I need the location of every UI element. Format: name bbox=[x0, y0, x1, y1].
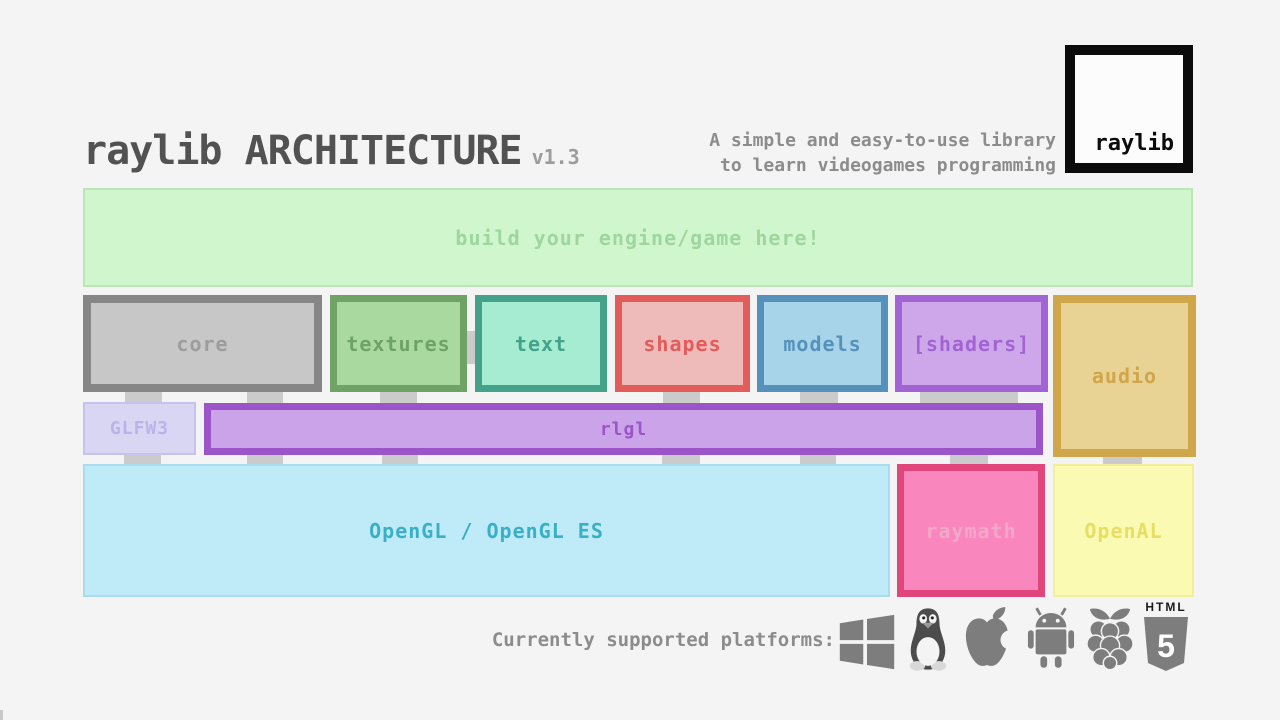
rlgl-box: rlgl bbox=[204, 403, 1043, 455]
connector bbox=[662, 454, 700, 465]
tagline: A simple and easy-to-use library to lear… bbox=[709, 128, 1056, 178]
module-box-textures: textures bbox=[330, 295, 467, 392]
title-text: raylib ARCHITECTURE bbox=[83, 128, 523, 174]
connector bbox=[920, 391, 1018, 404]
html5-icon-word: HTML bbox=[1145, 600, 1187, 614]
tagline-line1: A simple and easy-to-use library bbox=[709, 130, 1056, 151]
android-icon bbox=[1027, 607, 1075, 668]
connector bbox=[800, 454, 836, 465]
module-box-shapes: shapes bbox=[615, 295, 750, 392]
connector bbox=[380, 391, 417, 404]
connector bbox=[800, 391, 838, 404]
connector bbox=[125, 391, 162, 404]
raylib-logo-text: raylib bbox=[1094, 131, 1174, 156]
html5-icon: 5 bbox=[1144, 617, 1188, 671]
module-box-core: core bbox=[83, 295, 322, 392]
edge-artifact bbox=[0, 710, 3, 720]
page-title: raylib ARCHITECTURE v1.3 bbox=[83, 128, 580, 174]
connector bbox=[464, 331, 478, 364]
connector bbox=[950, 454, 988, 465]
apple-icon bbox=[965, 607, 1014, 666]
connector bbox=[663, 391, 700, 404]
connector bbox=[247, 391, 283, 404]
windows-icon bbox=[839, 614, 895, 670]
raylib-logo: raylib bbox=[1065, 45, 1193, 173]
version-label: v1.3 bbox=[531, 145, 580, 169]
connector bbox=[247, 454, 283, 465]
opengl-box: OpenGL / OpenGL ES bbox=[83, 464, 890, 597]
raymath-box: raymath bbox=[897, 464, 1045, 597]
module-box-text: text bbox=[475, 295, 607, 392]
linux-tux-icon bbox=[909, 608, 947, 671]
glfw3-box: GLFW3 bbox=[83, 402, 196, 455]
openal-box: OpenAL bbox=[1053, 464, 1194, 597]
connector bbox=[124, 454, 161, 465]
module-box-shaders: [shaders] bbox=[895, 295, 1048, 392]
tagline-line2: to learn videogames programming bbox=[720, 155, 1056, 176]
connector bbox=[382, 454, 418, 465]
raspberry-pi-icon bbox=[1086, 608, 1134, 671]
html5-icon-number: 5 bbox=[1157, 628, 1175, 664]
engine-game-box: build your engine/game here! bbox=[83, 188, 1193, 287]
module-box-audio: audio bbox=[1053, 295, 1196, 457]
connector bbox=[1103, 454, 1142, 465]
platforms-label: Currently supported platforms: bbox=[491, 629, 835, 651]
module-box-models: models bbox=[757, 295, 888, 392]
